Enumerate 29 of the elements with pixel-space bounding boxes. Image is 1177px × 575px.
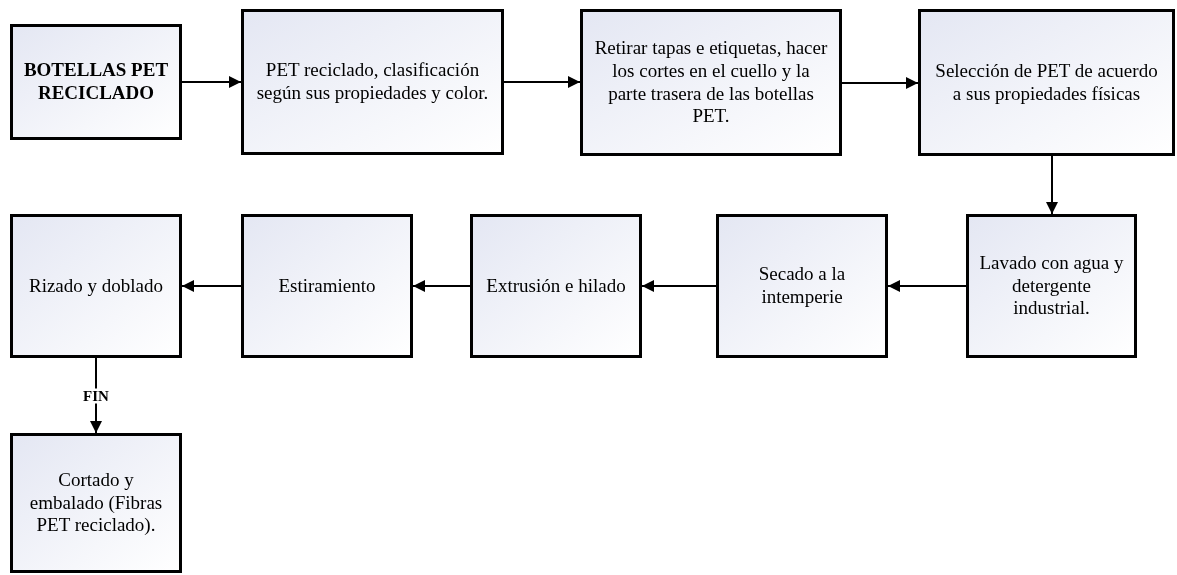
process-box [10, 433, 182, 573]
arrow [503, 76, 581, 88]
process-box [470, 214, 642, 358]
step-text: BOTELLAS PET RECICLADO [22, 59, 170, 105]
process-box [241, 9, 504, 155]
process-box [10, 24, 182, 140]
step-text: PET reciclado, clasificación según sus propiedades y color. [255, 59, 490, 105]
arrow [181, 280, 242, 292]
arrow [841, 77, 919, 89]
arrow [641, 280, 717, 292]
process-box [10, 214, 182, 358]
process-box [580, 9, 842, 156]
arrow [887, 280, 967, 292]
arrow [1046, 155, 1058, 215]
step-text: Retirar tapas e etiquetas, hacer los cortes en el cuello y la parte trasera de las botellas PET. [593, 36, 829, 129]
arrow [181, 76, 242, 88]
step-text: Rizado y doblado [29, 274, 163, 298]
arrow [412, 280, 471, 292]
step-text: Lavado con agua y detergente industrial. [978, 251, 1125, 321]
step-text: Estiramiento [278, 274, 376, 298]
step-text: Secado a la intemperie [757, 263, 847, 309]
process-box [918, 9, 1175, 156]
process-box [966, 214, 1137, 358]
edge-label: FIN [81, 388, 111, 403]
step-text: Selección de PET de acuerdo a sus propiedades físicas [934, 59, 1159, 106]
step-text: Extrusión e hilado [486, 274, 626, 298]
step-text: Cortado y embalado (Fibras PET reciclado). [28, 468, 164, 538]
process-box [716, 214, 888, 358]
process-box [241, 214, 413, 358]
